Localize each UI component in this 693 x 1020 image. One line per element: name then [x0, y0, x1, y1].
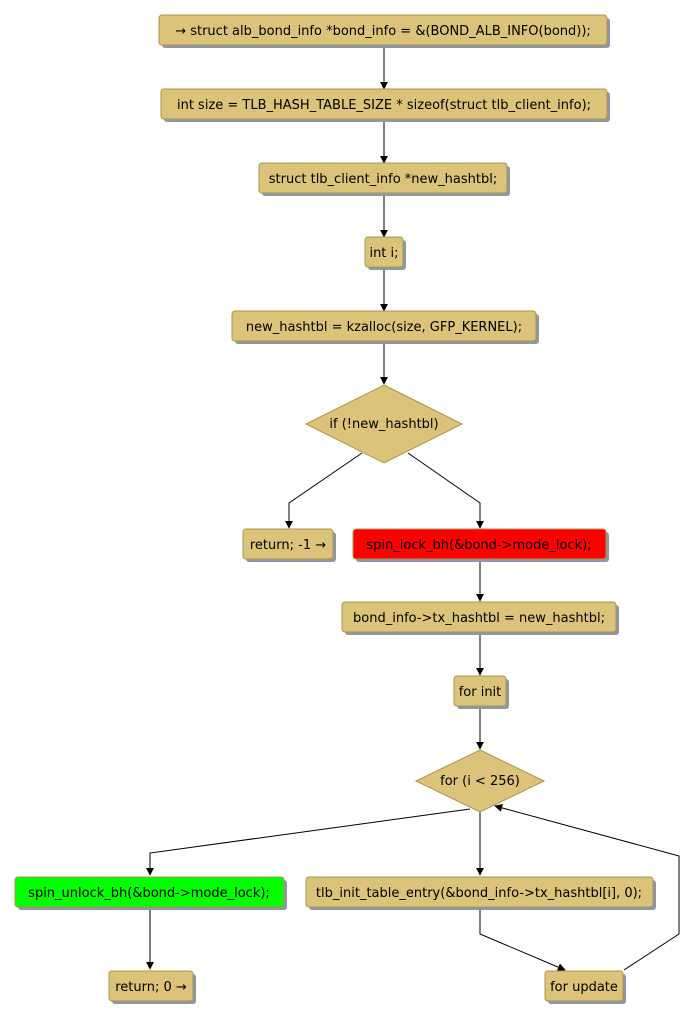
node-entry: → struct alb_bond_info *bond_info = &(BO… — [158, 14, 610, 48]
edge-init-entry-to-for-update — [479, 906, 566, 971]
edges — [146, 45, 680, 971]
node-return-error-label: return; -1 → — [250, 538, 326, 553]
edge-if-to-spin-lock — [407, 452, 484, 529]
node-i-decl: int i; — [364, 236, 406, 270]
edge-if-to-return-error — [285, 452, 363, 529]
node-for-update-label: for update — [550, 980, 618, 995]
node-spin-lock-label: spin_lock_bh(&bond->mode_lock); — [366, 538, 591, 553]
node-if-cond: if (!new_hashtbl) — [304, 384, 464, 464]
node-assign-hashtbl: bond_info->tx_hashtbl = new_hashtbl; — [341, 601, 619, 635]
node-for-init-label: for init — [459, 685, 502, 700]
edge-for-cond-to-spin-unlock — [146, 808, 471, 876]
node-size-decl-label: int size = TLB_HASH_TABLE_SIZE * sizeof(… — [177, 98, 591, 113]
node-return-error: return; -1 → — [242, 528, 336, 562]
edge-for-update-to-for-cond — [494, 804, 680, 971]
node-size-decl: int size = TLB_HASH_TABLE_SIZE * sizeof(… — [160, 88, 610, 122]
node-return-ok-label: return; 0 → — [115, 980, 187, 995]
node-hashtbl-decl: struct tlb_client_info *new_hashtbl; — [258, 162, 510, 196]
node-for-init: for init — [453, 675, 509, 709]
node-hashtbl-decl-label: struct tlb_client_info *new_hashtbl; — [269, 172, 497, 187]
node-spin-lock: spin_lock_bh(&bond->mode_lock); — [352, 528, 609, 562]
node-if-cond-label: if (!new_hashtbl) — [329, 417, 438, 432]
node-for-update: for update — [544, 970, 626, 1004]
node-init-entry: tlb_init_table_entry(&bond_info->tx_hash… — [305, 876, 656, 910]
node-assign-hashtbl-label: bond_info->tx_hashtbl = new_hashtbl; — [353, 611, 605, 626]
node-i-decl-label: int i; — [369, 246, 398, 261]
node-spin-unlock: spin_unlock_bh(&bond->mode_lock); — [14, 876, 287, 910]
node-kzalloc-label: new_hashtbl = kzalloc(size, GFP_KERNEL); — [246, 320, 522, 335]
node-return-ok: return; 0 → — [108, 970, 196, 1004]
node-entry-label: → struct alb_bond_info *bond_info = &(BO… — [175, 24, 591, 39]
node-init-entry-label: tlb_init_table_entry(&bond_info->tx_hash… — [316, 886, 642, 901]
node-spin-unlock-label: spin_unlock_bh(&bond->mode_lock); — [28, 886, 270, 901]
nodes: → struct alb_bond_info *bond_info = &(BO… — [14, 14, 656, 1004]
node-kzalloc: new_hashtbl = kzalloc(size, GFP_KERNEL); — [231, 310, 539, 344]
node-for-cond-label: for (i < 256) — [440, 774, 520, 789]
node-for-cond: for (i < 256) — [414, 749, 546, 813]
